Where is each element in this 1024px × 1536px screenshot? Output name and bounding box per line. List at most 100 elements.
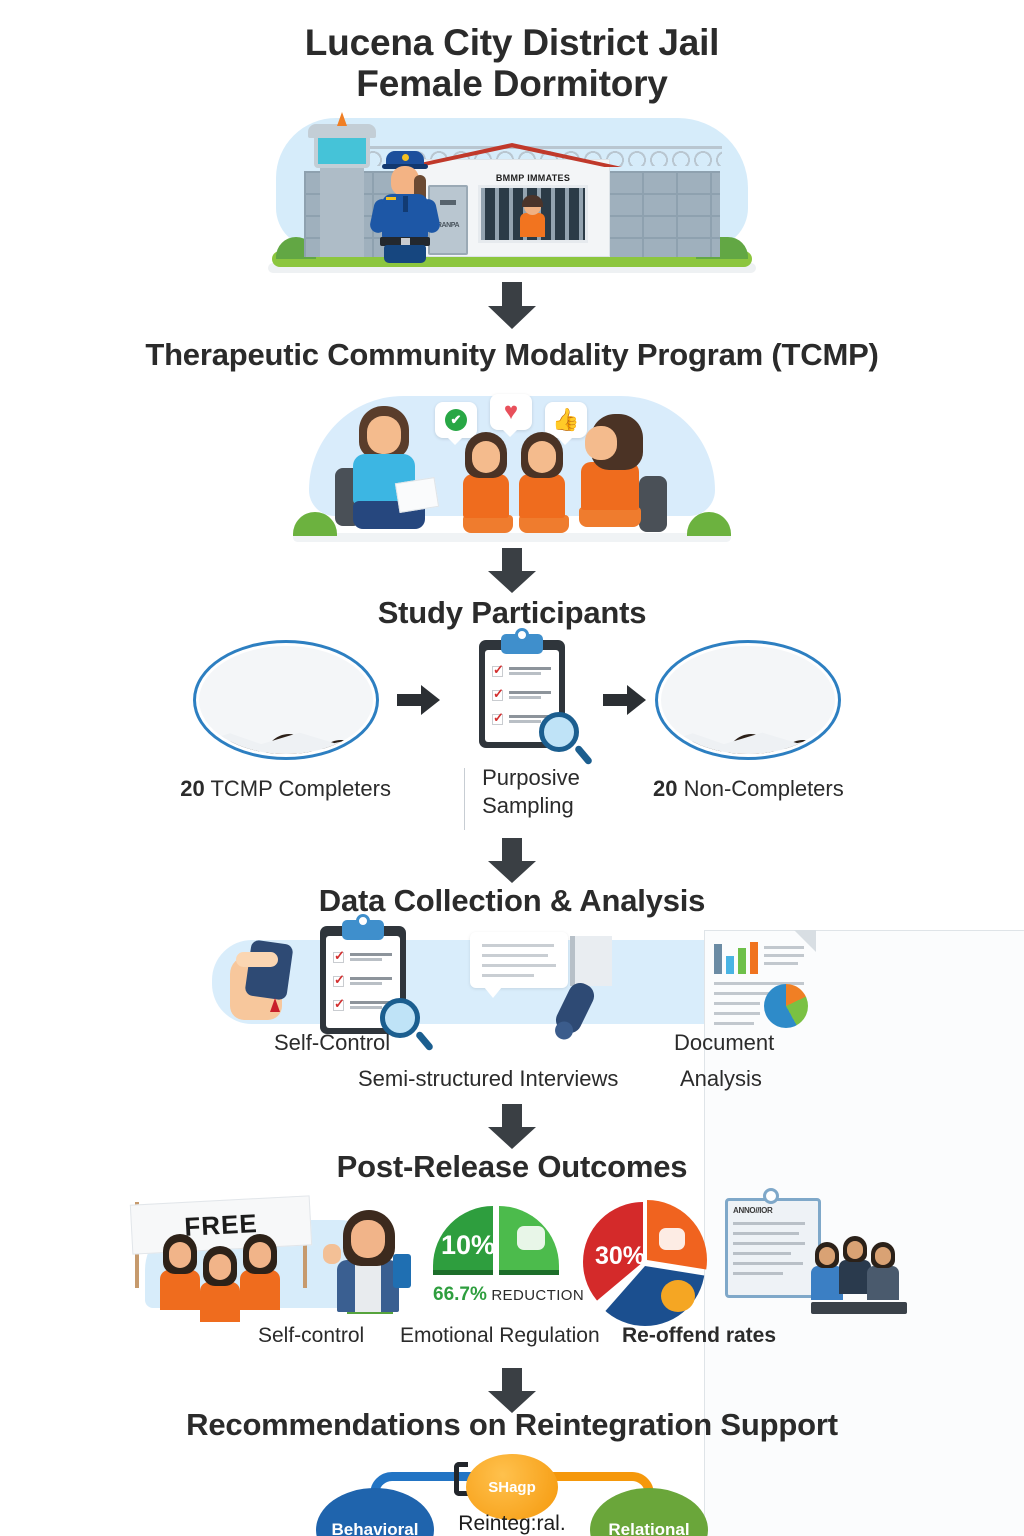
avatar-inner: [661, 646, 836, 754]
recommendations-diagram: Behavioral SHagp Relational Reinteg:ral.: [0, 1450, 1024, 1536]
magnifier-handle: [573, 744, 594, 766]
interview-speech-bubble-icon: [470, 932, 568, 998]
jail-illustration: RANPA BMMP IMMATES: [262, 112, 762, 277]
inmate-body: [463, 474, 509, 518]
support-person: [839, 1236, 875, 1296]
gauge-percent-label: 10%: [441, 1230, 496, 1260]
noncompleters-avatar-circle: [655, 640, 842, 760]
ground-base: [268, 263, 756, 273]
noncompleters-text: Non-Completers: [677, 776, 844, 801]
emotional-regulation-chart: 10% 66.7% REDUCTION: [433, 1206, 584, 1306]
stress-ball-hand-icon: [208, 936, 318, 1032]
speech-bubble-check: ✔: [435, 402, 477, 445]
sampling-line-1: Purposive: [482, 765, 580, 790]
decorative-foreground: [198, 732, 373, 754]
guard-belt-buckle: [401, 238, 410, 245]
reintegration-center-text: Reinteg:ral.: [458, 1512, 566, 1535]
heart-icon: ♥: [503, 398, 519, 425]
watchtower-spike-icon: [337, 112, 347, 126]
guard-legs: [384, 245, 426, 263]
mascot-emoji-icon: [661, 1280, 695, 1312]
node-center[interactable]: SHagp: [466, 1454, 558, 1520]
step-title-tcmp: Therapeutic Community Modality Program (…: [145, 337, 879, 372]
vertical-divider: [464, 768, 466, 830]
counselor-figure: [335, 406, 440, 536]
title-line-2: Female Dormitory: [356, 63, 668, 105]
sampling-line-2: Sampling: [482, 792, 574, 818]
label-reoffend-rates: Re-offend rates: [622, 1324, 777, 1347]
bracket-icon: [454, 1462, 468, 1496]
gauge-caption: 66.7% REDUCTION: [433, 1284, 584, 1306]
inmate-face: [528, 441, 556, 473]
magnifier-icon: [538, 712, 579, 752]
cap-badge-icon: [402, 154, 409, 161]
node-relational-label: Relational: [608, 1520, 690, 1536]
raised-hand-icon: [323, 1244, 341, 1264]
label-self-control-outcome: Self-control: [258, 1324, 365, 1347]
document-analysis-icon: [704, 930, 1024, 1536]
thumbs-up-icon: 👍: [552, 407, 580, 432]
step-title-participants: Study Participants: [377, 595, 647, 630]
magnifier-icon: [380, 998, 420, 1038]
support-meeting-scene: ANNO//IOR: [719, 1188, 907, 1316]
sampling-label: Purposive Sampling: [482, 764, 580, 819]
therapy-illustration: ✔ ♥ 👍: [287, 388, 737, 548]
speech-bubble-heart: ♥: [490, 394, 532, 437]
watchtower-cabin: [314, 134, 370, 168]
inmate-body: [519, 474, 565, 518]
released-woman: [240, 1234, 283, 1312]
speech-bubble-thumb: 👍: [545, 402, 587, 445]
arrow-to-sampling: [391, 640, 447, 760]
clipboard-paper-icon: [394, 477, 440, 513]
flow-arrow-3: [0, 838, 1024, 884]
inmate-face: [585, 426, 617, 460]
inmate-face: [472, 441, 500, 473]
gauge-base-right: [499, 1270, 559, 1275]
inmate-hair: [522, 195, 543, 207]
flow-arrow-4: [0, 1104, 1024, 1150]
emoji-bubble-icon: [517, 1226, 545, 1250]
support-person: [867, 1242, 903, 1302]
step-title-data-collection: Data Collection & Analysis: [318, 883, 706, 918]
check-circle-icon: ✔: [445, 409, 467, 431]
door-slot-icon: [440, 200, 456, 205]
step-title-outcomes: Post-Release Outcomes: [336, 1149, 688, 1184]
gauge-base-left: [433, 1270, 493, 1275]
guard-rank-insignia-icon: [386, 197, 396, 200]
completers-text: TCMP Completers: [204, 776, 391, 801]
decorative-foreground: [661, 732, 836, 754]
inmate-figure: [463, 432, 513, 536]
guard-tie: [403, 196, 408, 212]
label-document: Document: [674, 1030, 775, 1055]
jail-guard-figure: [368, 151, 442, 263]
floor-strip: [293, 533, 731, 542]
jail-sign-text: BMMP IMMATES: [495, 173, 571, 183]
flow-arrow-1: [0, 282, 1024, 330]
inmate-legs: [579, 507, 641, 527]
noncompleters-count: 20: [652, 776, 678, 801]
counselor-face: [367, 416, 401, 454]
release-celebration-scene: FREE: [117, 1195, 417, 1322]
avatar-inner: [198, 646, 373, 754]
sampling-method-group: ✓ ✓ ✓ Purposive Sampling: [447, 628, 597, 830]
step-title-recommendations: Recommendations on Reintegration Support: [186, 1407, 838, 1442]
title-line-1: Lucena City District Jail: [304, 22, 720, 63]
label-interviews: Semi-structured Interviews: [358, 1066, 619, 1091]
data-collection-labels: Self-Control Semi-structured Interviews …: [0, 1028, 1024, 1094]
completers-avatar-circle: [192, 640, 379, 760]
chair: [639, 476, 667, 532]
label-emotional-regulation: Emotional Regulation: [400, 1324, 600, 1347]
clipboard-ring-icon: [763, 1188, 779, 1204]
page-title: Lucena City District Jail Female Dormito…: [0, 22, 1024, 105]
reduction-word: REDUCTION: [491, 1287, 585, 1304]
outcomes-labels: Self-control Emotional Regulation Re-off…: [0, 1318, 1024, 1356]
participants-row: 20 TCMP Completers ✓ ✓ ✓ Purposive: [0, 628, 1024, 830]
arrow-to-noncompleters: [597, 640, 653, 760]
door-sign-text: RANPA: [436, 222, 460, 229]
support-person: [811, 1242, 847, 1302]
inmate-figure: [519, 432, 569, 536]
checklist-clipboard-icon: ✓ ✓ ✓: [320, 914, 435, 1052]
reduction-percent: 66.7%: [433, 1284, 487, 1305]
woman-with-phone: [323, 1210, 413, 1314]
